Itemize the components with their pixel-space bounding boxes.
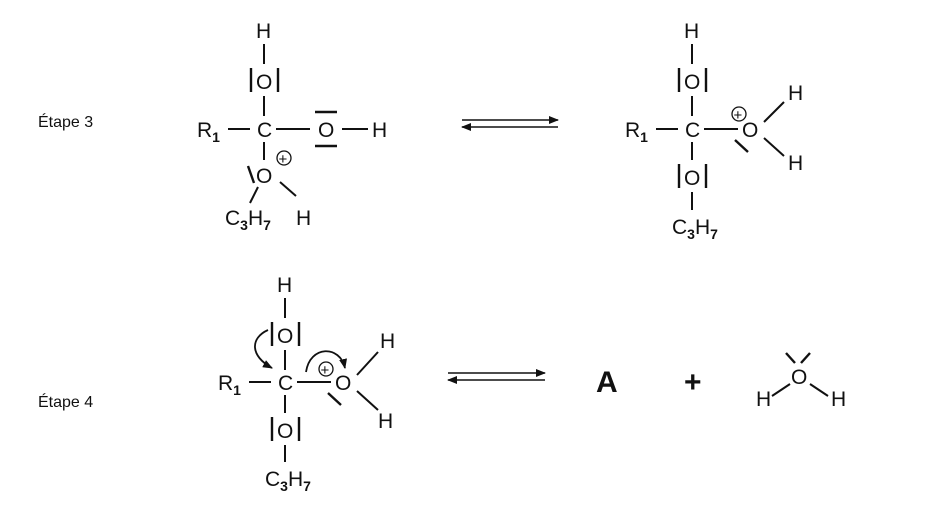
curved-arrow-bond-cleavage bbox=[305, 350, 347, 373]
atom-c3h7: C3H7 bbox=[225, 207, 271, 233]
positive-charge: + bbox=[279, 151, 288, 168]
atom-o-top: O bbox=[277, 325, 293, 348]
atom-o-bottom: O bbox=[277, 420, 293, 443]
atom-r1: R1 bbox=[197, 119, 220, 145]
atom-h-right: H bbox=[372, 119, 387, 142]
step-4-label: Étape 4 bbox=[38, 392, 93, 411]
step3-product: H O R1 C O + H H O C3H7 bbox=[625, 20, 803, 242]
atom-c3h7: C3H7 bbox=[672, 216, 718, 242]
atom-h-water-right: H bbox=[831, 388, 846, 411]
equilibrium-arrow-step3 bbox=[461, 116, 559, 131]
atom-c-center: C bbox=[257, 119, 272, 142]
atom-c3h7: C3H7 bbox=[265, 468, 311, 494]
atom-h-top: H bbox=[256, 20, 271, 43]
step4-reactant: H O R1 C O + H H O C3H7 bbox=[218, 274, 395, 494]
step3-reactant: H O R1 C O H O + C3H7 H bbox=[197, 20, 387, 233]
water-molecule: O H H bbox=[756, 352, 846, 411]
atom-o-water: O bbox=[791, 366, 807, 389]
atom-h-lower: H bbox=[378, 410, 393, 433]
atom-h-upper: H bbox=[380, 330, 395, 353]
atom-c-center: C bbox=[278, 372, 293, 395]
atom-r1: R1 bbox=[625, 119, 648, 145]
equilibrium-arrow-step4 bbox=[447, 369, 546, 384]
atom-o-right: O bbox=[318, 119, 334, 142]
positive-charge: + bbox=[321, 362, 330, 379]
atom-c-center: C bbox=[685, 119, 700, 142]
atom-o-top: O bbox=[684, 71, 700, 94]
atom-h-upper: H bbox=[788, 82, 803, 105]
atom-h-lower: H bbox=[788, 152, 803, 175]
product-a-label: A bbox=[596, 366, 618, 399]
atom-o-oxonium: O bbox=[742, 119, 758, 142]
atom-h-top: H bbox=[277, 274, 292, 297]
atom-h-oxonium: H bbox=[296, 207, 311, 230]
atom-h-water-left: H bbox=[756, 388, 771, 411]
plus-sign: + bbox=[684, 366, 702, 399]
positive-charge: + bbox=[734, 107, 743, 124]
curved-arrow-oxygen-to-carbon bbox=[254, 329, 273, 369]
atom-h-top: H bbox=[684, 20, 699, 43]
atom-o-oxonium: O bbox=[335, 372, 351, 395]
atom-o-oxonium: O bbox=[256, 165, 272, 188]
atom-o-bottom: O bbox=[684, 167, 700, 190]
atom-o-top: O bbox=[256, 71, 272, 94]
atom-r1: R1 bbox=[218, 372, 241, 398]
step-3-label: Étape 3 bbox=[38, 112, 93, 131]
